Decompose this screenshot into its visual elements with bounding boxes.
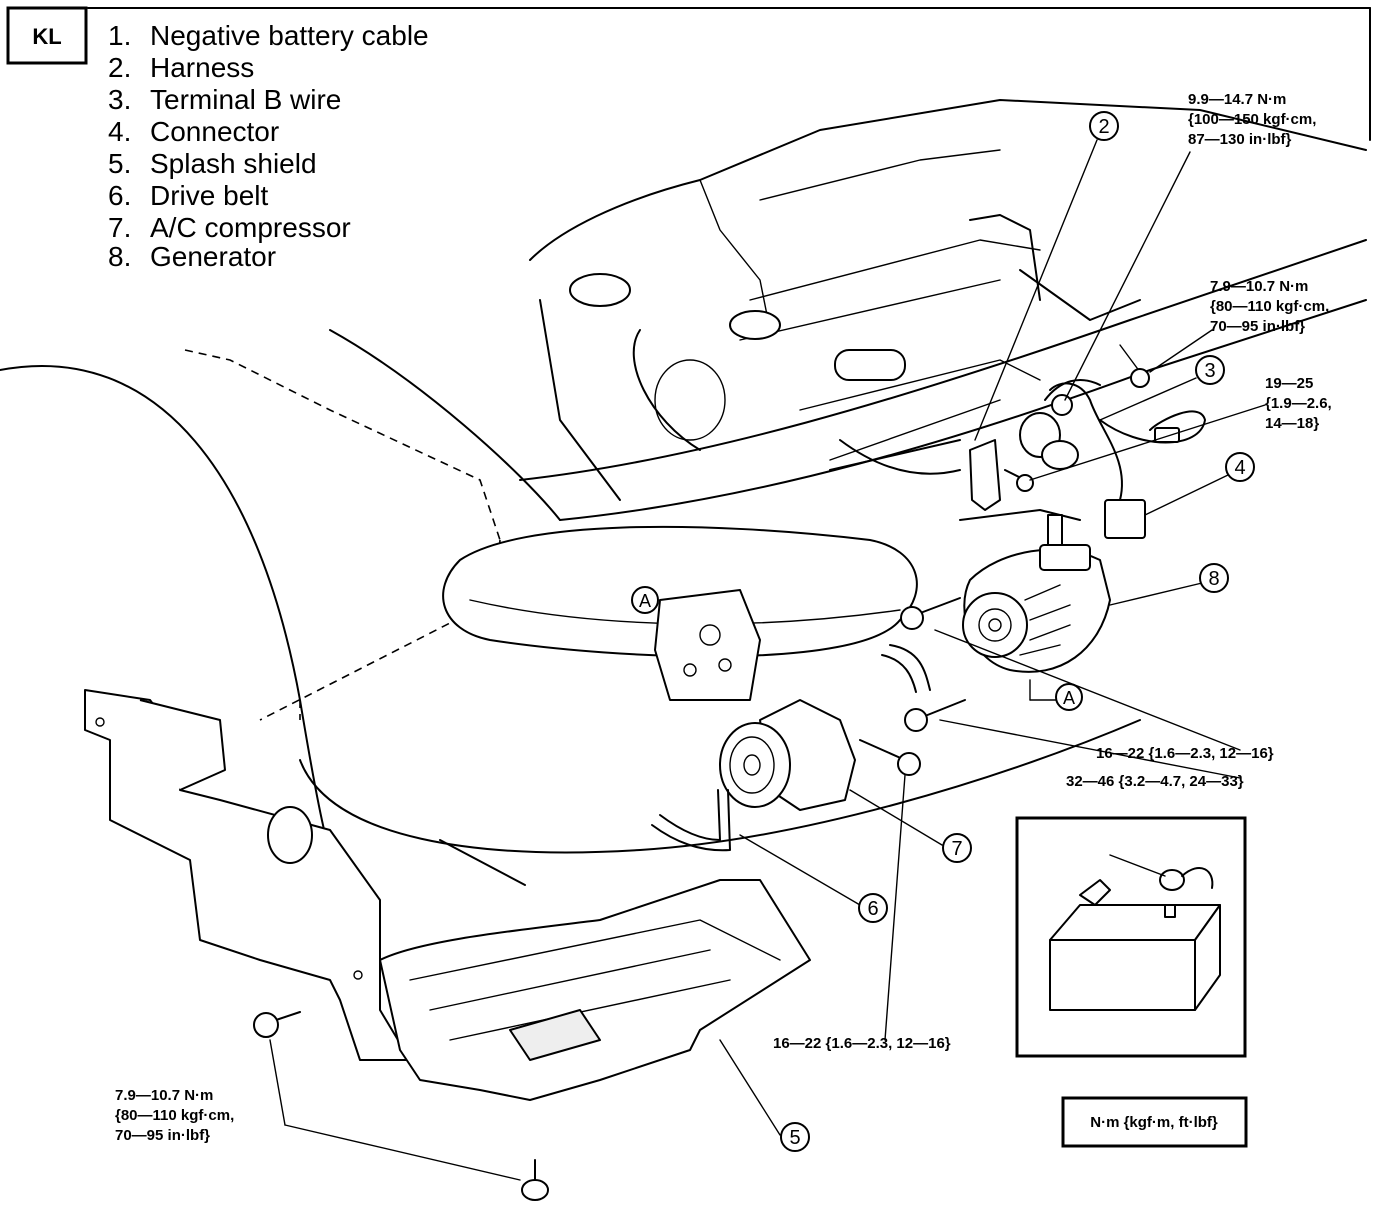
units-legend-text: N·m {kgf·m, ft·lbf} [1090,1114,1218,1131]
torque-splash-line2: {80—110 kgf·cm, [115,1107,234,1124]
torque-spec-generator-lower: 32—46 {3.2—4.7, 24—33} [1066,773,1244,790]
legend-label-3: Terminal B wire [150,84,341,115]
torque-spec-splash-shield: 7.9—10.7 N·m {80—110 kgf·cm, 70—95 in·lb… [115,1087,234,1144]
callout-2: 2 [1089,111,1119,141]
terminal-b-wire [1019,379,1101,470]
legend-num-6: 6. [108,180,131,211]
torque-upper-bolt-line3: 70—95 in·lbf} [1210,318,1305,335]
legend-label-4: Connector [150,116,279,147]
callout-3-label: 3 [1204,360,1215,382]
model-tag: KL [32,24,61,49]
leader-lines [269,139,1266,1181]
callout-7-label: 7 [951,838,962,860]
legend-label-8: Generator [150,241,276,272]
torque-generator-lower-text: 32—46 {3.2—4.7, 24—33} [1066,773,1244,790]
ref-mark-a-left-label: A [639,591,651,611]
units-legend-box: N·m {kgf·m, ft·lbf} [1061,1096,1248,1148]
ac-compressor [719,699,921,811]
callout-4: 4 [1225,452,1255,482]
coil-pack [834,349,906,381]
torque-upper-bolt-line1: 7.9—10.7 N·m [1210,278,1308,295]
legend-num-1: 1. [108,20,131,51]
torque-splash-line1: 7.9—10.7 N·m [115,1087,213,1104]
connector [1049,382,1206,539]
bolt-upper-right [1119,344,1150,388]
legend-num-8: 8. [108,241,131,272]
callout-6: 6 [858,893,888,923]
legend-label-2: Harness [150,52,254,83]
generator-bracket [969,439,1001,511]
callout-2-label: 2 [1098,116,1109,138]
bolt-generator-lower [904,699,966,732]
torque-terminal-b-line2: {100—150 kgf·cm, [1188,111,1316,128]
legend-num-3: 3. [108,84,131,115]
callout-3: 3 [1195,355,1225,385]
torque-bracket-line3: 14—18} [1265,415,1319,432]
torque-spec-upper-bolt: 7.9—10.7 N·m {80—110 kgf·cm, 70—95 in·lb… [1210,278,1329,335]
bolt-bracket [1004,469,1034,492]
legend-num-7: 7. [108,212,131,243]
torque-spec-bracket-bolt: 19—25 {1.9—2.6, 14—18} [1265,375,1332,432]
callout-4-label: 4 [1234,457,1245,479]
ref-mark-a-right: A [1055,683,1083,711]
battery-inset [1015,816,1247,1058]
callout-5-label: 5 [789,1127,800,1149]
torque-terminal-b-line3: 87—130 in·lbf} [1188,131,1292,148]
legend-num-5: 5. [108,148,131,179]
reservoir-cap-left [569,273,631,307]
legend-num-2: 2. [108,52,131,83]
torque-bracket-line1: 19—25 [1265,375,1313,392]
battery-positive-terminal [1079,879,1111,906]
reservoir-cap-right [729,310,781,340]
torque-spec-generator-upper: 16—22 {1.6—2.3, 12—16} [1096,745,1274,762]
generator [962,514,1111,673]
legend-label-7: A/C compressor [150,212,351,243]
parts-legend: 1. Negative battery cable 2. Harness 3. … [108,20,429,272]
torque-bracket-line2: {1.9—2.6, [1265,395,1332,412]
side-panel [84,689,411,1061]
engine-block [529,99,1367,501]
legend-label-6: Drive belt [150,180,268,211]
torque-terminal-b-line1: 9.9—14.7 N·m [1188,91,1286,108]
callout-8: 8 [1199,563,1229,593]
bumper-outline [299,719,1141,886]
legend-label-5: Splash shield [150,148,317,179]
ref-mark-a-right-label: A [1063,688,1075,708]
callout-6-label: 6 [867,898,878,920]
splash-shield [379,879,811,1101]
legend-label-1: Negative battery cable [150,20,429,51]
callout-8-label: 8 [1208,568,1219,590]
torque-compressor-text: 16—22 {1.6—2.3, 12—16} [773,1035,951,1052]
battery-negative-terminal [1164,904,1176,918]
callout-7: 7 [942,833,972,863]
torque-generator-upper-text: 16—22 {1.6—2.3, 12—16} [1096,745,1274,762]
torque-upper-bolt-line2: {80—110 kgf·cm, [1210,298,1329,315]
bolt-generator-upper [900,597,961,630]
splash-shield-bolt-upper [253,1011,301,1038]
ref-mark-a-left: A [631,586,659,614]
torque-spec-compressor: 16—22 {1.6—2.3, 12—16} [773,1035,951,1052]
callout-5: 5 [780,1122,810,1152]
legend-num-4: 4. [108,116,131,147]
splash-shield-bolt-lower [521,1159,549,1201]
torque-spec-terminal-b: 9.9—14.7 N·m {100—150 kgf·cm, 87—130 in·… [1188,91,1316,148]
negative-cable-clamp [1159,869,1185,891]
model-tag-box: KL [6,6,88,65]
torque-splash-line3: 70—95 in·lbf} [115,1127,210,1144]
mounting-bracket [654,589,761,701]
